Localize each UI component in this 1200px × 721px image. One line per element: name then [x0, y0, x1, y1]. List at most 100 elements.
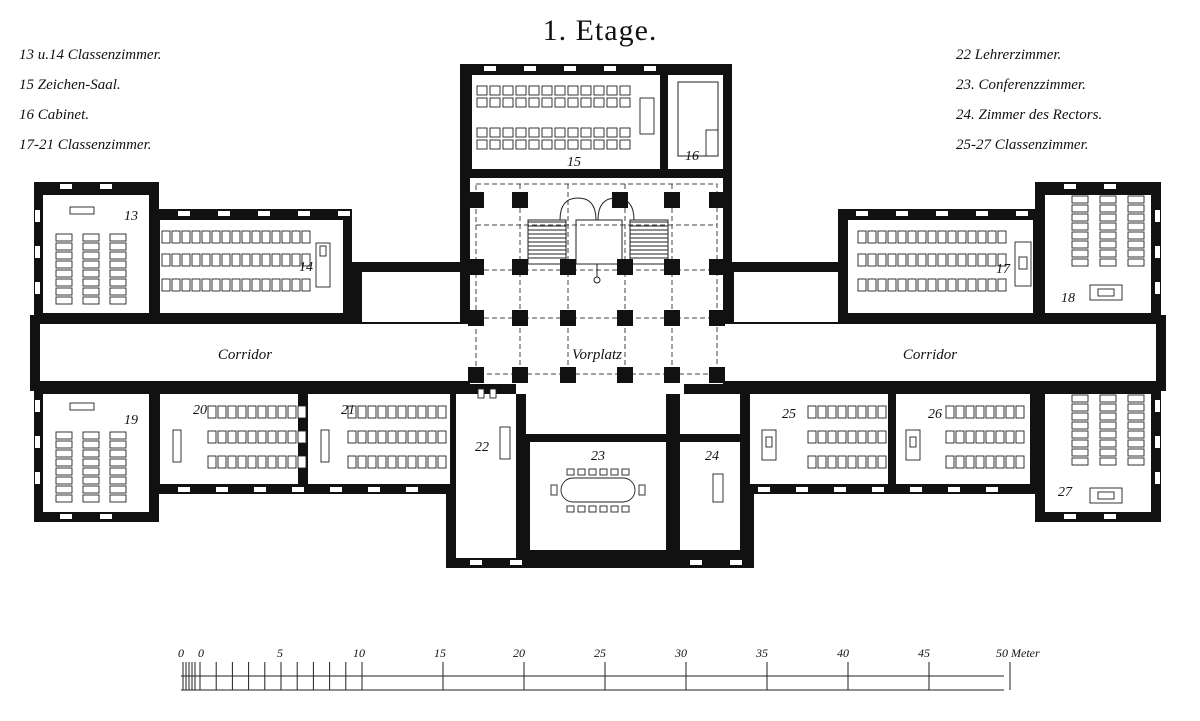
- pier: [617, 259, 633, 275]
- desk: [947, 230, 957, 244]
- window: [1104, 184, 1116, 189]
- room-number-22: 22: [475, 440, 489, 455]
- drawing-desk: [580, 127, 592, 138]
- desk: [387, 405, 397, 419]
- desk: [955, 455, 965, 469]
- scale-label: 0: [198, 646, 204, 660]
- scale-bar: 0 0 5 10 15 20 25 30 35 40 45 50 Meter: [178, 646, 1040, 691]
- drawing-desk: [528, 139, 540, 150]
- desk: [985, 430, 995, 444]
- room-number-27: 27: [1058, 485, 1073, 500]
- desk: [967, 253, 977, 267]
- window: [470, 560, 482, 565]
- scale-label: 50 Meter: [996, 646, 1040, 660]
- drawing-desk: [580, 85, 592, 96]
- drawing-desk: [554, 139, 566, 150]
- pier: [709, 310, 725, 326]
- desk: [377, 405, 387, 419]
- scale-label: 40: [837, 646, 849, 660]
- desk: [55, 260, 73, 269]
- desk: [1127, 394, 1145, 403]
- desk: [977, 230, 987, 244]
- drawing-desk: [528, 127, 540, 138]
- desk: [55, 458, 73, 467]
- desk: [1071, 448, 1089, 457]
- desk: [181, 230, 191, 244]
- room-number-23: 23: [591, 449, 605, 464]
- desk: [1127, 412, 1145, 421]
- desk: [927, 230, 937, 244]
- desk: [1005, 430, 1015, 444]
- desk: [297, 455, 307, 469]
- desk: [271, 278, 281, 292]
- desk: [227, 430, 237, 444]
- desk: [55, 278, 73, 287]
- desk: [267, 455, 277, 469]
- window: [35, 436, 40, 448]
- desk: [1127, 240, 1145, 249]
- stair-treads: [528, 221, 668, 259]
- desk: [957, 278, 967, 292]
- furniture: [69, 81, 1123, 504]
- window: [796, 487, 808, 492]
- desk: [437, 455, 447, 469]
- window: [1155, 210, 1160, 222]
- desk: [1071, 394, 1089, 403]
- pier: [512, 259, 528, 275]
- desk: [297, 430, 307, 444]
- legend-left-item: 17-21 Classenzimmer.: [19, 137, 152, 153]
- chair: [610, 505, 619, 513]
- window: [986, 487, 998, 492]
- window: [178, 211, 190, 216]
- desk: [201, 230, 211, 244]
- desk: [847, 455, 857, 469]
- pier: [664, 259, 680, 275]
- pier: [709, 367, 725, 383]
- desk: [1127, 231, 1145, 240]
- plan-title: 1. Etage.: [542, 14, 658, 47]
- desk: [82, 476, 100, 485]
- desk: [847, 405, 857, 419]
- drawing-desk: [528, 85, 540, 96]
- desk: [1099, 448, 1117, 457]
- window: [1016, 211, 1028, 216]
- pier: [468, 310, 484, 326]
- desk: [55, 494, 73, 503]
- pier: [617, 367, 633, 383]
- room-number-16: 16: [685, 149, 699, 164]
- desk: [377, 430, 387, 444]
- scale-label: 30: [674, 646, 687, 660]
- desk: [217, 405, 227, 419]
- chair: [610, 468, 619, 476]
- desk: [945, 405, 955, 419]
- desk: [55, 269, 73, 278]
- desk: [957, 253, 967, 267]
- desk: [1015, 430, 1025, 444]
- desk: [201, 253, 211, 267]
- desk: [109, 251, 127, 260]
- desk: [877, 455, 887, 469]
- desk: [427, 430, 437, 444]
- desk: [221, 253, 231, 267]
- desk: [975, 455, 985, 469]
- desk: [347, 430, 357, 444]
- desk: [1071, 240, 1089, 249]
- window: [1064, 514, 1076, 519]
- desk: [867, 430, 877, 444]
- desk: [109, 440, 127, 449]
- drawing-desk: [567, 85, 579, 96]
- pier: [468, 367, 484, 383]
- desk: [301, 253, 311, 267]
- desk: [417, 405, 427, 419]
- desk: [1099, 213, 1117, 222]
- window: [910, 487, 922, 492]
- desk: [161, 253, 171, 267]
- window: [510, 560, 522, 565]
- desk: [877, 230, 887, 244]
- desk: [291, 253, 301, 267]
- desk: [277, 455, 287, 469]
- desk: [55, 296, 73, 305]
- pier: [512, 192, 528, 208]
- desk: [82, 467, 100, 476]
- drawing-desk: [541, 97, 553, 108]
